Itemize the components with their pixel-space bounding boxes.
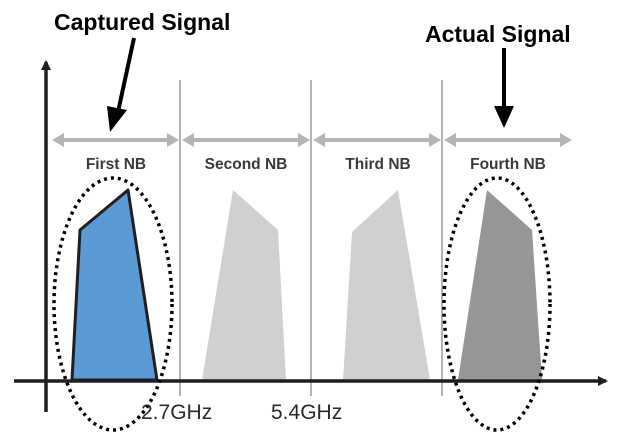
band-dividers	[179, 80, 443, 396]
band-label-first: First NB	[86, 156, 146, 173]
band-width-arrows	[52, 133, 572, 147]
actual-signal-ellipse	[442, 176, 552, 432]
band-arrow-third	[313, 133, 441, 147]
band-arrow-fourth	[444, 133, 572, 147]
captured-signal-ellipse	[52, 176, 174, 432]
actual-signal-pointer-arrow	[494, 48, 514, 128]
frequency-label-2-7ghz: 2.7GHz	[141, 401, 212, 424]
frequency-label-5-4ghz: 5.4GHz	[271, 401, 342, 424]
second-band-signal-shape	[202, 190, 286, 380]
third-band-signal-shape	[343, 190, 430, 380]
band-label-third: Third NB	[345, 156, 410, 173]
captured-signal-pointer-arrow	[107, 37, 136, 132]
band-label-fourth: Fourth NB	[470, 156, 546, 173]
band-arrow-second	[182, 133, 310, 147]
captured-signal-shape	[70, 188, 159, 382]
actual-signal-title: Actual Signal	[425, 21, 571, 47]
captured-signal-title: Captured Signal	[54, 9, 230, 35]
actual-signal-shape	[458, 190, 542, 380]
band-label-second: Second NB	[205, 156, 288, 173]
band-arrow-first	[52, 133, 179, 147]
